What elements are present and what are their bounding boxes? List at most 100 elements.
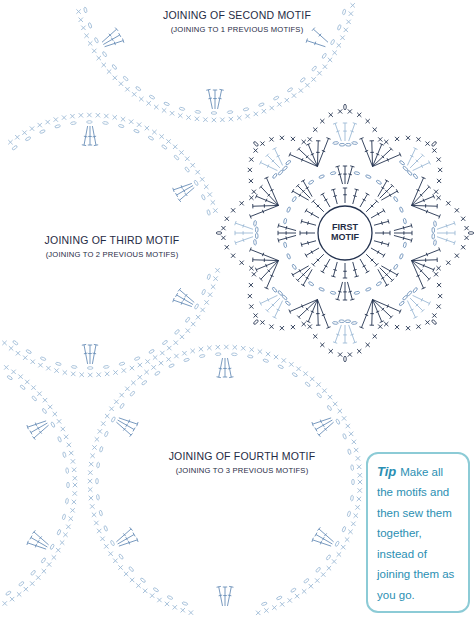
chain-symbol <box>282 295 288 301</box>
chain-symbol <box>277 290 283 296</box>
motif-center-circle: FIRST MOTIF <box>317 205 373 261</box>
single-crochet-symbol <box>136 583 140 587</box>
single-crochet-symbol <box>378 137 382 141</box>
double-crochet-symbol <box>321 193 330 207</box>
single-crochet-symbol <box>138 363 142 367</box>
double-crochet-symbol <box>82 126 88 146</box>
chain-symbol <box>287 87 293 92</box>
double-crochet-symbol <box>412 185 431 205</box>
single-crochet-symbol <box>89 496 93 500</box>
chain-symbol <box>278 364 284 369</box>
double-crochet-symbol <box>349 123 357 141</box>
chain-symbol <box>345 320 351 323</box>
single-crochet-symbol <box>104 544 108 548</box>
single-crochet-symbol <box>88 479 92 483</box>
single-crochet-symbol <box>79 113 83 117</box>
chain-symbol <box>130 391 136 397</box>
single-crochet-symbol <box>18 374 22 378</box>
chain-symbol <box>111 416 116 422</box>
single-crochet-symbol <box>366 119 370 123</box>
single-crochet-symbol <box>208 192 212 196</box>
single-crochet-symbol <box>245 114 249 118</box>
single-crochet-symbol <box>313 128 317 132</box>
chain-symbol <box>263 359 269 363</box>
double-crochet-symbol <box>278 231 296 235</box>
double-crochet-symbol <box>353 189 359 204</box>
single-crochet-symbol <box>213 276 217 280</box>
single-crochet-symbol <box>329 113 333 117</box>
single-crochet-symbol <box>9 346 13 350</box>
single-crochet-symbol <box>87 113 91 117</box>
single-crochet-symbol <box>254 112 258 116</box>
chain-symbol <box>322 53 327 59</box>
chain-symbol <box>211 112 217 115</box>
chain-symbol <box>283 242 287 248</box>
single-crochet-symbol <box>114 400 118 404</box>
single-crochet-symbol <box>351 522 355 526</box>
single-crochet-symbol <box>122 368 126 372</box>
chain-symbol <box>96 478 99 484</box>
double-crochet-symbol <box>223 358 227 377</box>
chain-symbol <box>330 291 336 295</box>
double-crochet-symbol <box>375 231 390 235</box>
single-crochet-symbol <box>338 109 342 113</box>
single-crochet-symbol <box>17 592 21 596</box>
single-crochet-symbol <box>221 236 225 240</box>
chain-symbol <box>283 218 287 224</box>
double-crochet-symbol <box>305 209 319 218</box>
double-crochet-symbol <box>88 345 92 364</box>
double-crochet-symbol <box>347 282 354 300</box>
chain-symbol <box>300 77 306 83</box>
single-crochet-symbol <box>340 36 344 40</box>
chain-symbol <box>5 591 11 596</box>
chain-symbol <box>96 462 99 468</box>
double-crochet-symbol <box>119 418 138 426</box>
double-crochet-symbol <box>312 200 324 212</box>
single-crochet-symbol <box>280 136 284 140</box>
chain-symbol <box>412 287 418 293</box>
single-crochet-symbol <box>252 272 256 276</box>
motif-outline <box>3 365 78 605</box>
single-crochet-symbol <box>258 349 262 353</box>
chain-symbol <box>308 281 314 286</box>
single-crochet-symbol <box>30 581 34 585</box>
single-crochet-symbol <box>167 346 171 350</box>
motif-outline <box>88 345 362 615</box>
chain-symbol <box>87 121 93 124</box>
chain-symbol <box>185 317 190 323</box>
tip-text: Make all the motifs and then sew them to… <box>377 466 454 601</box>
motif-name: FIRST MOTIF <box>324 223 366 243</box>
single-crochet-symbol <box>211 200 215 204</box>
single-crochet-symbol <box>179 150 183 154</box>
double-crochet-symbol <box>255 194 278 205</box>
single-crochet-symbol <box>317 71 321 75</box>
single-crochet-symbol <box>285 98 289 102</box>
single-crochet-symbol <box>269 325 273 329</box>
double-crochet-symbol <box>312 28 328 43</box>
single-crochet-symbol <box>96 373 100 377</box>
single-crochet-symbol <box>344 28 348 32</box>
chain-symbol <box>184 358 190 362</box>
single-crochet-symbol <box>92 445 96 449</box>
chain-symbol <box>352 479 355 485</box>
chain-symbol <box>347 511 351 517</box>
chain-symbol <box>40 356 46 361</box>
double-crochet-symbol <box>27 541 46 549</box>
single-crochet-symbol <box>252 190 256 194</box>
motif-outline <box>2 113 219 377</box>
double-crochet-symbol <box>360 259 369 273</box>
chain-symbol <box>285 160 291 166</box>
chain-symbol <box>376 281 382 286</box>
chain-symbol <box>399 301 405 307</box>
chain-symbol <box>286 207 291 213</box>
single-crochet-symbol <box>173 605 177 609</box>
chain-symbol <box>135 86 141 91</box>
chain-symbol <box>319 174 325 179</box>
single-crochet-symbol <box>438 294 442 298</box>
single-crochet-symbol <box>203 117 207 121</box>
single-crochet-symbol <box>211 285 215 289</box>
chain-symbol <box>468 232 474 235</box>
single-crochet-symbol <box>204 300 208 304</box>
chain-symbol <box>104 431 109 437</box>
double-crochet-symbol <box>292 266 309 277</box>
